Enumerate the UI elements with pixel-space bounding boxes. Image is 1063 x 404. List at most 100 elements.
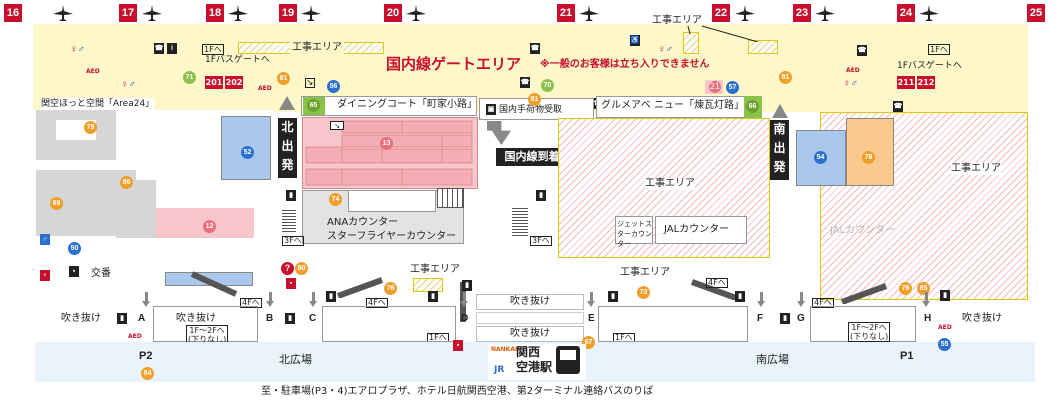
- marker-54-fg[interactable]: 54: [814, 151, 827, 164]
- down-arrow-stem: [463, 292, 466, 302]
- elevator-icon: ▮: [608, 291, 618, 302]
- f4-link-left[interactable]: 4Fへ: [240, 298, 262, 308]
- marker-50[interactable]: 50: [68, 242, 81, 255]
- concourse-box-c: [322, 306, 456, 342]
- marker-55[interactable]: 55: [938, 338, 951, 351]
- gate-18[interactable]: 18: [206, 4, 224, 22]
- gate-17[interactable]: 17: [119, 4, 137, 22]
- f1-2-label: 1F～2Fへ: [851, 323, 887, 332]
- post-icon: ▪: [453, 340, 463, 351]
- escalator-mid: [336, 277, 384, 298]
- marker-13[interactable]: 13: [380, 137, 393, 150]
- marker-73[interactable]: 73: [637, 286, 650, 299]
- atrium-label: 吹き抜け: [510, 296, 550, 307]
- marker-56[interactable]: 56: [327, 80, 340, 93]
- construction-area-22b: [748, 40, 778, 54]
- elevator-icon: ▮: [940, 290, 950, 301]
- gate-25[interactable]: 25: [1027, 4, 1045, 22]
- gate-22[interactable]: 22: [712, 4, 730, 22]
- elevator-icon: ▮: [117, 313, 127, 324]
- jetstar-counter: [615, 216, 653, 244]
- bus-gate-202[interactable]: 202: [225, 76, 243, 89]
- marker-85[interactable]: 85: [917, 282, 930, 295]
- concourse-box-left: [153, 306, 258, 342]
- marker-71[interactable]: 71: [183, 71, 196, 84]
- down-arrow-icon: [460, 301, 468, 307]
- marker-81-right[interactable]: 81: [779, 71, 792, 84]
- train-window-icon: [560, 350, 576, 360]
- down-arrow-icon: [922, 301, 930, 307]
- info-question-icon[interactable]: ?: [281, 262, 294, 275]
- dining-court-shops: [305, 120, 473, 186]
- elevator-icon: ▮: [285, 313, 295, 324]
- f4-link-far[interactable]: 4Fへ: [812, 298, 834, 308]
- marker-65[interactable]: 65: [307, 99, 320, 112]
- construction-label-22: 工事エリア: [652, 15, 702, 26]
- elevator-icon: ▮: [326, 291, 336, 302]
- dining-icon: ↘: [330, 121, 344, 130]
- f4-link-mid[interactable]: 4Fへ: [366, 298, 388, 308]
- pillar-f: F: [757, 313, 764, 324]
- marker-79[interactable]: 79: [84, 121, 97, 134]
- gate-21[interactable]: 21: [557, 4, 575, 22]
- construction-label-mid: 工事エリア: [410, 264, 460, 275]
- phone-icon: ☎: [154, 43, 164, 54]
- marker-81[interactable]: 81: [277, 72, 290, 85]
- bus-gate-201[interactable]: 201: [205, 76, 223, 89]
- construction-label: 工事エリア: [290, 42, 344, 54]
- info-icon: i: [167, 43, 177, 54]
- south-departure-char3: 発: [773, 160, 786, 174]
- f3-link[interactable]: 3Fへ: [282, 236, 304, 246]
- f1-2-link-right[interactable]: 1F～2Fへ (下りなし): [848, 322, 891, 342]
- plane-icon: [301, 5, 321, 21]
- bus-gate-211[interactable]: 211: [897, 76, 915, 89]
- marker-21[interactable]: 21: [709, 81, 721, 93]
- plane-icon: [579, 5, 599, 21]
- pillar-g: G: [797, 313, 805, 324]
- jetstar-counter-label: ジェットスターカウンター: [617, 220, 652, 248]
- elevator-icon: ▮: [286, 190, 296, 201]
- gate-16[interactable]: 16: [4, 4, 22, 22]
- person-icon: ♂: [40, 234, 50, 245]
- marker-57[interactable]: 57: [726, 81, 739, 94]
- p1-icon: P1: [900, 350, 913, 363]
- train-icon: [556, 346, 580, 374]
- construction-area-22a: [683, 32, 699, 54]
- marker-78-fg[interactable]: 78: [862, 151, 875, 164]
- f1-link[interactable]: 1Fへ: [202, 44, 224, 55]
- marker-52[interactable]: 52: [241, 146, 254, 159]
- marker-80[interactable]: 80: [295, 262, 308, 275]
- marker-69[interactable]: 69: [50, 197, 63, 210]
- marker-76[interactable]: 76: [384, 282, 397, 295]
- post-icon: ▪: [286, 278, 296, 289]
- escalator-far: [840, 283, 888, 304]
- gate-24[interactable]: 24: [897, 4, 915, 22]
- marker-76-right[interactable]: 76: [899, 282, 912, 295]
- domestic-gate-area-title: 国内線ゲートエリア: [386, 55, 522, 73]
- f1-2-label: 1F～2Fへ: [189, 326, 225, 335]
- f1-link-right[interactable]: 1Fへ: [928, 44, 950, 55]
- marker-12[interactable]: 12: [203, 220, 216, 233]
- marker-66[interactable]: 66: [746, 100, 759, 113]
- north-departure-sign: 北 出 発: [278, 118, 297, 178]
- marker-74[interactable]: 74: [329, 193, 342, 206]
- gate-19[interactable]: 19: [279, 4, 297, 22]
- bus-gate-212[interactable]: 212: [917, 76, 935, 89]
- marker-86[interactable]: 86: [120, 176, 133, 189]
- counter-grid: [437, 188, 464, 208]
- marker-70[interactable]: 70: [541, 79, 554, 92]
- marker-81-center[interactable]: 81: [528, 93, 541, 106]
- f4-link-east[interactable]: 4Fへ: [706, 278, 728, 288]
- block-gray-center: [116, 180, 156, 238]
- bottom-note: 至・駐車場(P3・4)エアロプラザ、ホテル日航関西空港、第2ターミナル連絡バスの…: [261, 386, 654, 397]
- ana-counter-block: [348, 190, 436, 212]
- pillar-h: H: [924, 313, 932, 324]
- down-arrow-stem: [269, 292, 272, 302]
- gate-23[interactable]: 23: [793, 4, 811, 22]
- pillar-d: D: [461, 313, 469, 324]
- f3-link-center[interactable]: 3Fへ: [530, 236, 552, 246]
- elevator-icon: ▮: [536, 190, 546, 201]
- gate-20[interactable]: 20: [384, 4, 402, 22]
- marker-84[interactable]: 84: [141, 367, 154, 380]
